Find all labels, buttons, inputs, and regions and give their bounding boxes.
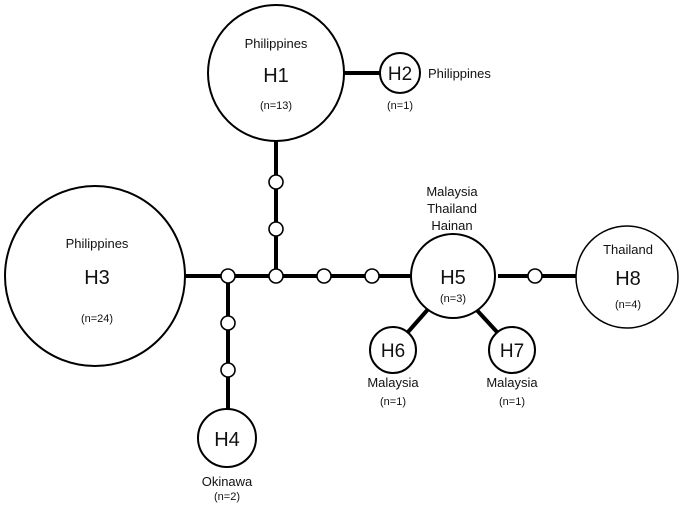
- haplotype-count: (n=1): [380, 396, 406, 408]
- haplotype-id: H1: [263, 65, 289, 87]
- haplotype-circle: [197, 408, 257, 468]
- haplotype-count: (n=2): [214, 491, 240, 503]
- haplotype-circle: [4, 185, 186, 367]
- haplotype-count: (n=3): [440, 293, 466, 305]
- haplotype-circle: [379, 52, 421, 94]
- haplotype-region: Thailand: [427, 201, 477, 216]
- haplotype-count: (n=1): [387, 100, 413, 112]
- haplotype-region: Hainan: [431, 218, 472, 233]
- haplotype-id: H4: [214, 429, 240, 451]
- haplotype-count: (n=24): [81, 313, 113, 325]
- haplotype-circle: [575, 225, 679, 329]
- median-vector: [268, 221, 284, 237]
- haplotype-h3: Philippines H3 (n=24): [4, 185, 186, 367]
- haplotype-id: H2: [388, 64, 412, 85]
- haplotype-h6: H6 Malaysia (n=1): [367, 326, 419, 408]
- haplotype-circle: [410, 233, 496, 319]
- haplotype-region: Okinawa: [202, 474, 253, 489]
- haplotype-region: Philippines: [428, 66, 491, 81]
- edge-h5-h7: [472, 305, 499, 334]
- median-vector: [316, 268, 332, 284]
- haplotype-id: H8: [615, 268, 641, 290]
- haplotype-region: Malaysia: [367, 375, 419, 390]
- haplotype-h5: Malaysia Thailand Hainan H5 (n=3): [410, 184, 496, 319]
- median-vector: [364, 268, 380, 284]
- haplotype-region: Philippines: [245, 36, 308, 51]
- median-vector: [268, 268, 284, 284]
- haplotype-h8: Thailand H8 (n=4): [575, 225, 679, 329]
- median-vector: [220, 315, 236, 331]
- median-vector: [220, 362, 236, 378]
- haplotype-count: (n=13): [260, 100, 292, 112]
- median-vector: [527, 268, 543, 284]
- median-vector: [220, 268, 236, 284]
- haplotype-region: Malaysia: [426, 184, 478, 199]
- median-vector: [268, 174, 284, 190]
- haplotype-region: Thailand: [603, 242, 653, 257]
- haplotype-region: Malaysia: [486, 375, 538, 390]
- median-vectors: [220, 174, 543, 378]
- haplotype-count: (n=1): [499, 396, 525, 408]
- haplotype-h1: Philippines H1 (n=13): [207, 4, 345, 142]
- haplotype-h7: H7 Malaysia (n=1): [486, 326, 538, 408]
- haplotype-circle: [488, 326, 536, 374]
- haplotype-circle: [369, 326, 417, 374]
- haplotype-id: H7: [500, 341, 524, 362]
- edge-h5-h6: [406, 305, 432, 334]
- haplotype-region: Philippines: [66, 236, 129, 251]
- haplotype-count: (n=4): [615, 299, 641, 311]
- haplotype-circle: [207, 4, 345, 142]
- haplotype-id: H6: [381, 341, 405, 362]
- haplotype-h2: H2 Philippines (n=1): [379, 52, 491, 112]
- haplotype-id: H3: [84, 267, 110, 289]
- haplotype-id: H5: [440, 267, 466, 289]
- haplotype-h4: H4 Okinawa (n=2): [197, 408, 257, 503]
